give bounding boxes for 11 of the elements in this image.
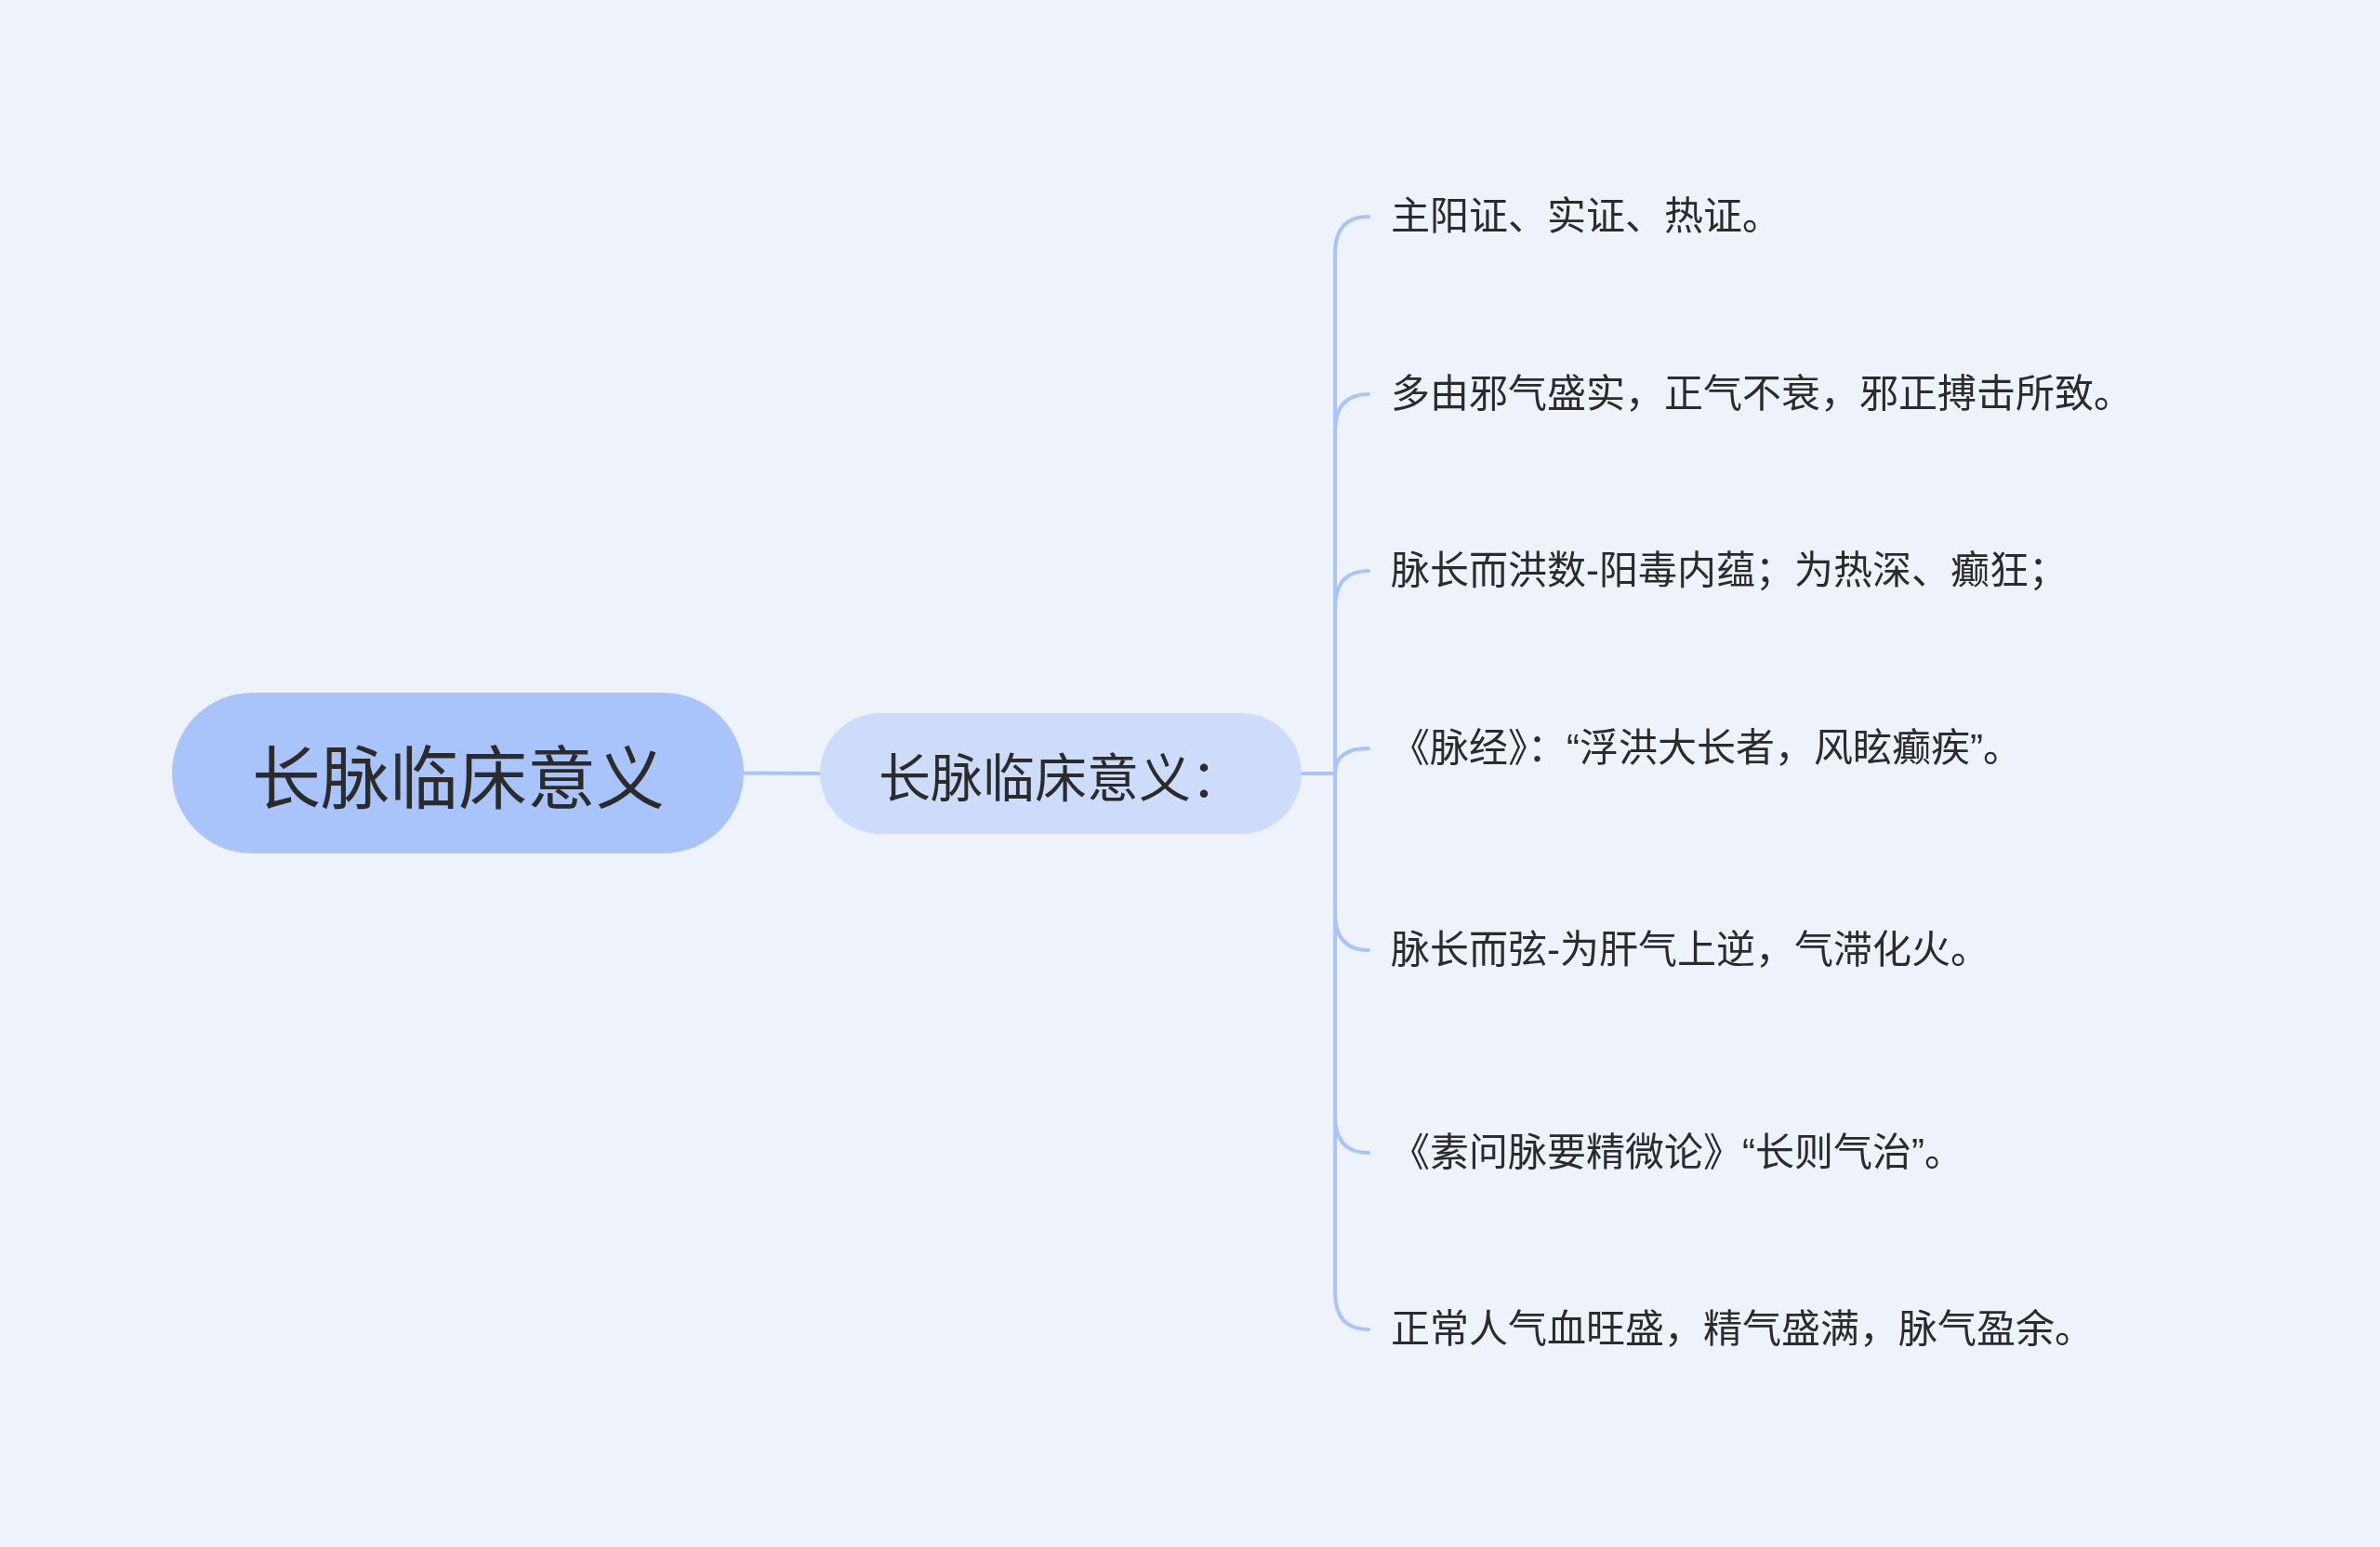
branch-text: 《素问脉要精微论》“长则气治”。 bbox=[1368, 1126, 1964, 1180]
branch-text: 脉长而弦-为肝气上逆，气滞化火。 bbox=[1368, 923, 1990, 977]
branch-text: 主阳证、实证、热证。 bbox=[1368, 190, 1781, 244]
connector-line bbox=[742, 771, 822, 775]
subtopic: 长脉临床意义： bbox=[820, 713, 1302, 834]
central-topic: 长脉临床意义 bbox=[172, 693, 744, 853]
branch-text: 《脉经》：“浮洪大长者，风眩癫疾”。 bbox=[1368, 721, 2022, 775]
branch-text: 多由邪气盛实，正气不衰，邪正搏击所致。 bbox=[1368, 367, 2133, 421]
branch-text: 脉长而洪数-阳毒内蕴；为热深、癫狂； bbox=[1368, 544, 2068, 598]
branch-text: 正常人气血旺盛，精气盛满，脉气盈余。 bbox=[1368, 1302, 2094, 1356]
connector-line bbox=[1300, 215, 1370, 1331]
